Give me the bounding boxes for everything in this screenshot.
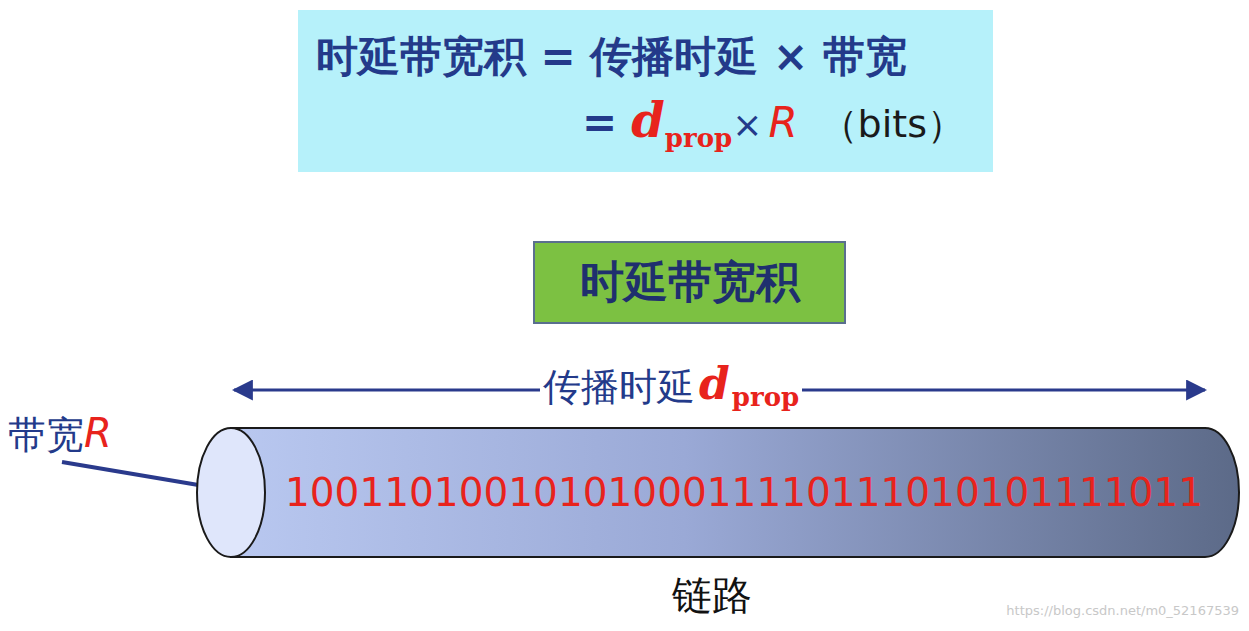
formula-text: prop xyxy=(665,123,732,153)
formula-box: 时延带宽积 = 传播时延 × 带宽=dprop×R （bits） xyxy=(298,10,993,172)
formula-text: R xyxy=(768,98,797,147)
watermark: https://blog.csdn.net/m0_52167539 xyxy=(1006,603,1239,618)
formula-text: × xyxy=(732,104,762,145)
link-cylinder: 1001101001010100011110111010101111011 xyxy=(195,426,1243,559)
formula-text: d xyxy=(631,92,665,148)
bandwidth-label: 带宽 xyxy=(8,410,84,461)
formula-text: = xyxy=(582,90,617,156)
bit-stream: 1001101001010100011110111010101111011 xyxy=(285,470,1203,515)
formula-text: （bits） xyxy=(820,99,965,150)
link-label: 链路 xyxy=(672,568,752,623)
span-subscript: prop xyxy=(729,382,802,412)
formula-text: 时延带宽积 = 传播时延 × 带宽 xyxy=(316,24,907,90)
title-text: 时延带宽积 xyxy=(580,253,800,312)
span-label: 传播时延 xyxy=(540,362,698,413)
bandwidth-symbol: R xyxy=(84,410,112,456)
span-symbol: d xyxy=(696,358,733,409)
title-box: 时延带宽积 xyxy=(533,241,846,324)
